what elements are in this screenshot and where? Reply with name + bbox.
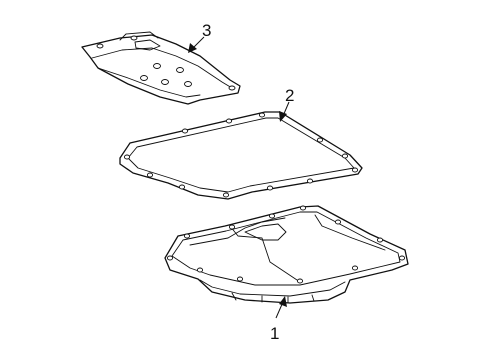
callout-1: 1 [270,324,279,343]
part-1-oil-pan [164,205,409,304]
callout-3: 3 [202,21,211,40]
part-2-gasket [119,111,363,200]
leader-2 [279,101,290,122]
part-3-filter [81,31,241,105]
leader-1 [275,296,287,319]
callout-2: 2 [285,86,294,105]
leader-3 [188,36,205,53]
